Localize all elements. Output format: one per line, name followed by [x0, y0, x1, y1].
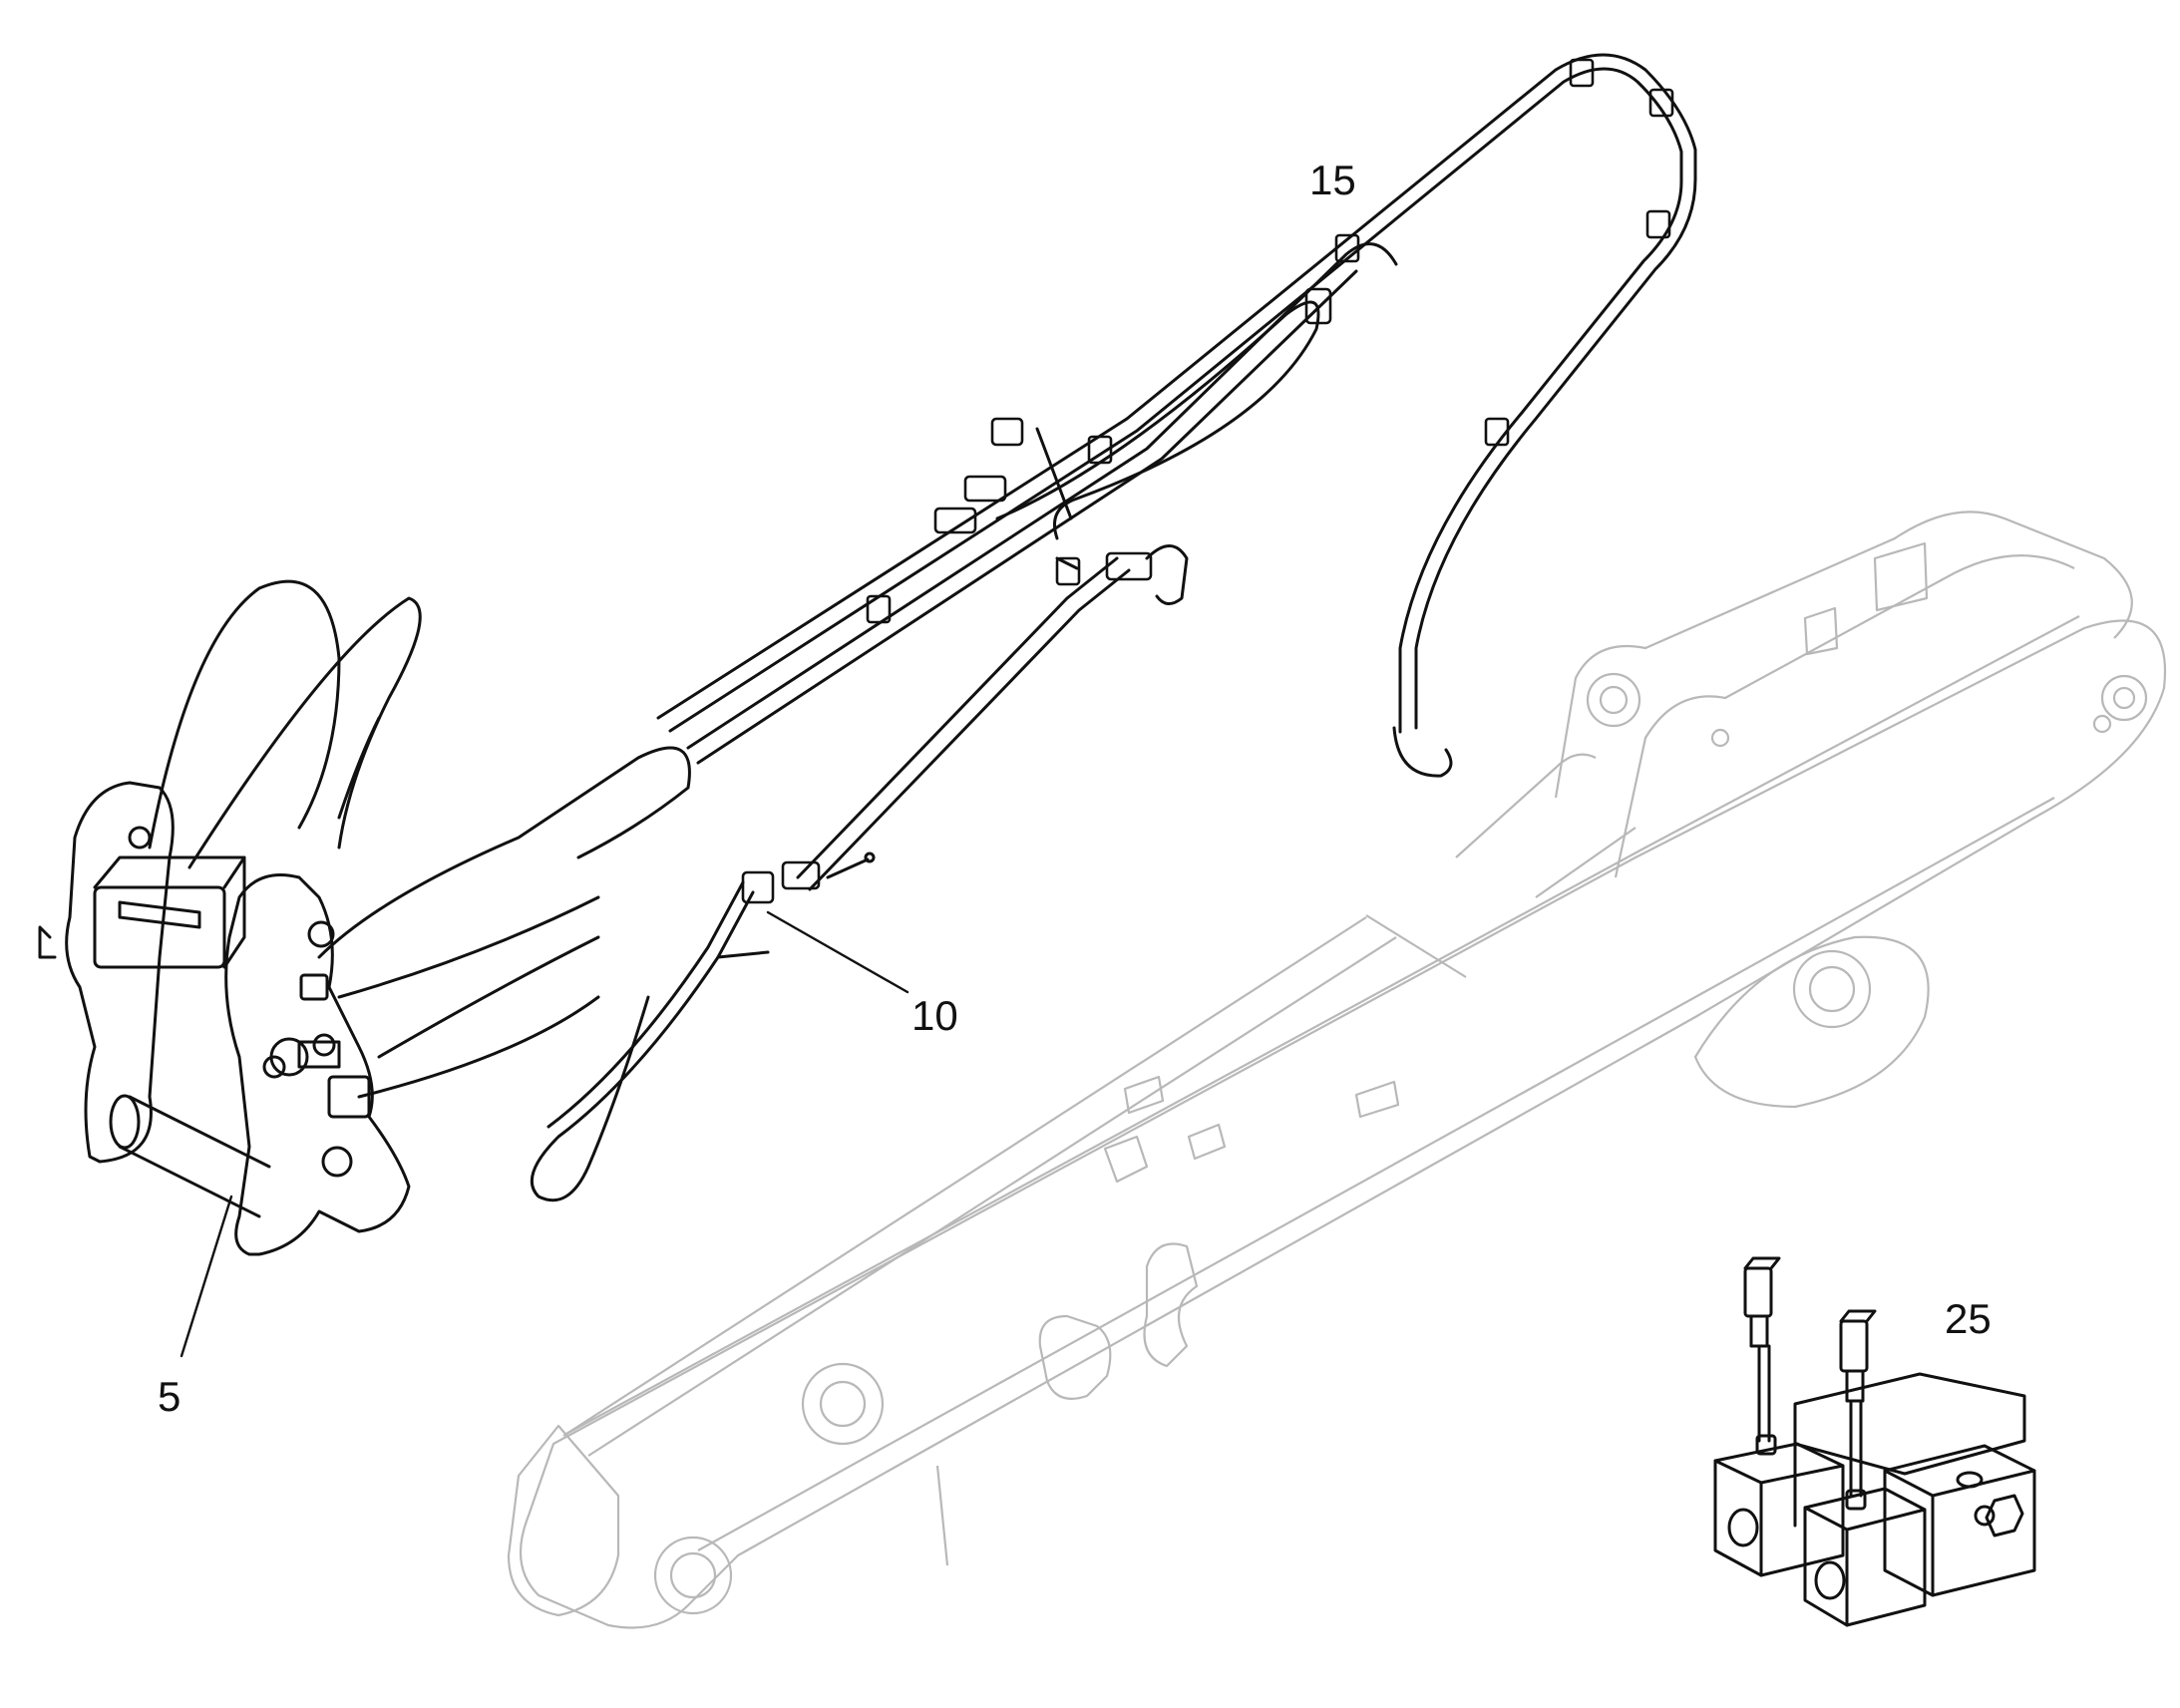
callout-10: 10 [911, 992, 958, 1039]
leader-lines [180, 910, 909, 1358]
leader-line-10 [766, 910, 909, 994]
hose-assembly-10 [530, 544, 1189, 1202]
hose-assembly-15 [656, 53, 1697, 778]
quick-coupler-5 [38, 579, 691, 1256]
callout-25: 25 [1945, 1295, 1992, 1342]
callout-15: 15 [1309, 157, 1356, 203]
solenoid-valve-block-25 [1713, 1256, 2036, 1627]
boom-arm-outline [507, 511, 2167, 1629]
leader-line-5 [180, 1195, 233, 1358]
callout-5: 5 [158, 1373, 182, 1420]
